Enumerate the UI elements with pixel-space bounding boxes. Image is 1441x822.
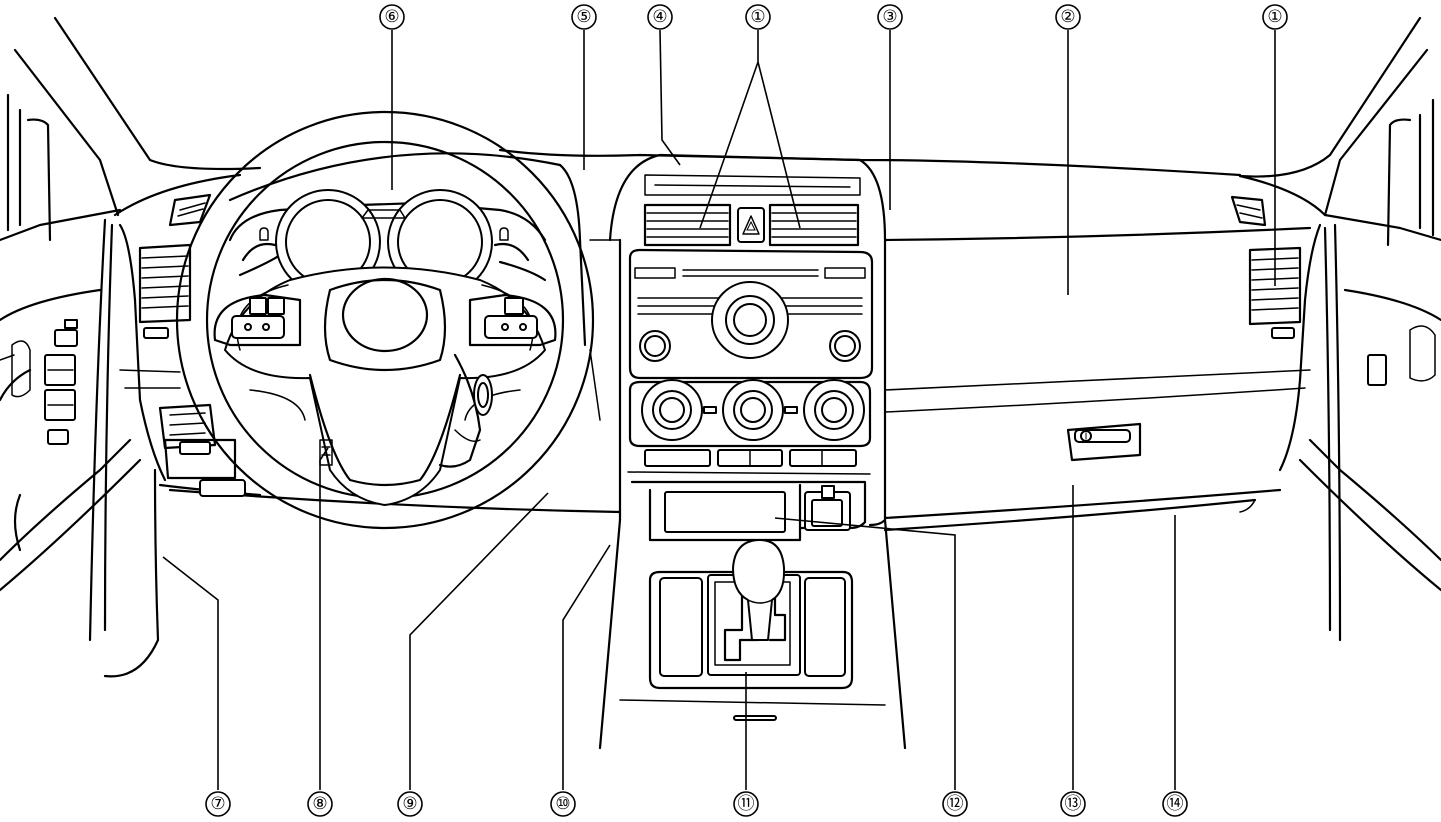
callout-number: ⑤ — [576, 7, 591, 27]
left-window-switches — [44, 319, 78, 445]
callout-7: ⑦ — [205, 791, 231, 817]
callout-5: ⑤ — [571, 4, 597, 30]
callout-number: ⑫ — [947, 794, 964, 814]
callout-number: ⑬ — [1065, 794, 1082, 814]
leader-lines — [162, 29, 1276, 790]
callout-13: ⑬ — [1060, 791, 1086, 817]
callout-11: ⑪ — [733, 791, 759, 817]
callout-2: ② — [1055, 4, 1081, 30]
callout-number: ⑩ — [555, 794, 570, 814]
callout-number: ② — [1060, 7, 1075, 27]
callout-8: ⑧ — [307, 791, 333, 817]
callout-number: ⑧ — [312, 794, 327, 814]
meter-hood — [228, 152, 587, 347]
right-side-vent — [1230, 195, 1302, 339]
temp-gauge-icon — [499, 227, 509, 241]
callout-number: ④ — [652, 7, 667, 27]
info-icon — [1080, 430, 1092, 442]
callout-number: ⑪ — [738, 794, 755, 814]
left-side-vent — [138, 193, 212, 339]
callout-number: ① — [750, 7, 765, 27]
callout-12: ⑫ — [942, 791, 968, 817]
callout-3: ③ — [877, 4, 903, 30]
callout-number: ⑨ — [402, 794, 417, 814]
hazard-triangle-icon — [742, 215, 760, 235]
callout-number: ⑭ — [1167, 794, 1184, 814]
left-door — [0, 48, 142, 642]
callout-1-top-right: ① — [1262, 4, 1288, 30]
callout-number: ⑥ — [384, 7, 399, 27]
center-stack — [608, 153, 887, 542]
callout-number: ③ — [882, 7, 897, 27]
steering-wheel — [175, 110, 595, 530]
right-door — [1298, 48, 1441, 642]
fuel-gauge-icon — [259, 227, 269, 241]
callout-number: ⑦ — [210, 794, 225, 814]
callout-4: ④ — [647, 4, 673, 30]
callout-number: ① — [1267, 7, 1282, 27]
center-console — [598, 518, 907, 750]
glove-box — [1066, 422, 1142, 462]
ignition-column — [438, 353, 493, 468]
callout-14: ⑭ — [1162, 791, 1188, 817]
dashboard-body — [113, 173, 1327, 532]
callout-9: ⑨ — [397, 791, 423, 817]
callout-6: ⑥ — [379, 4, 405, 30]
callout-1-top-center: ① — [745, 4, 771, 30]
lower-left-panel — [103, 403, 333, 678]
callout-10: ⑩ — [550, 791, 576, 817]
